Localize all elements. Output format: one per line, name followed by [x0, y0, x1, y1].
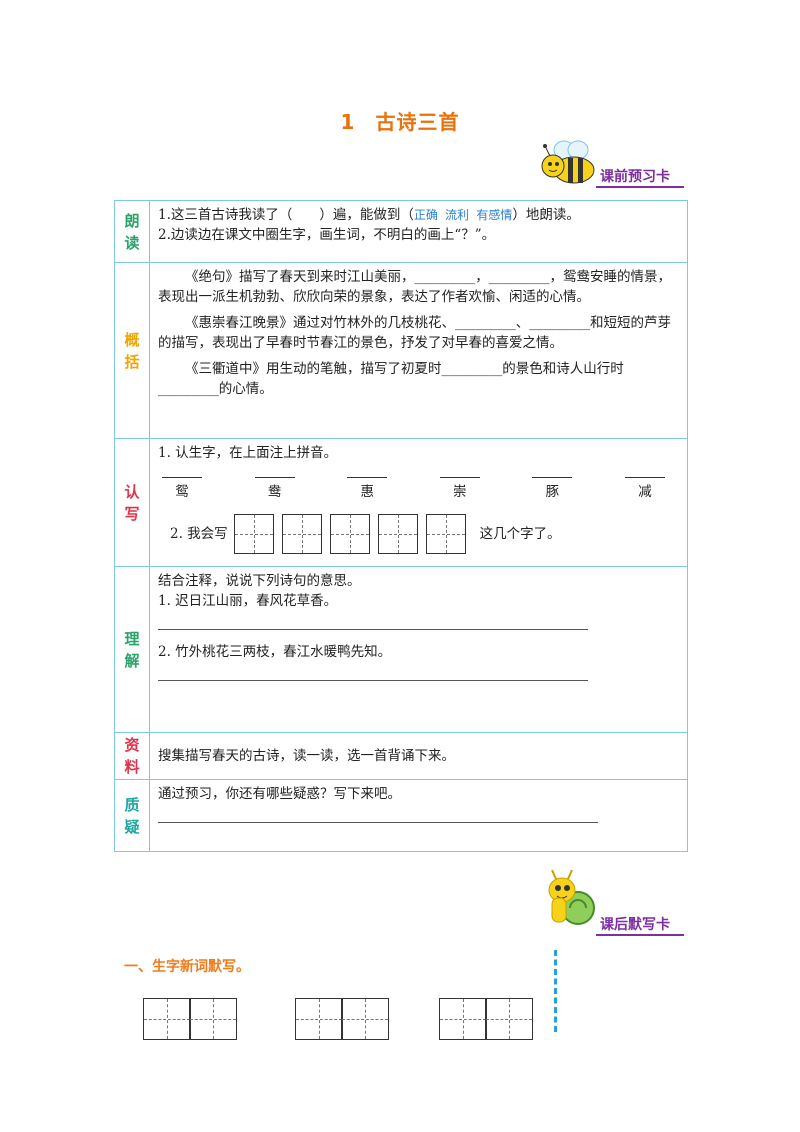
writing-box-group — [142, 998, 237, 1040]
gaikuo-content: 《绝句》描写了春天到来时江山美丽，_________，_________，鸳鸯安… — [149, 262, 688, 439]
char-item: 豚 — [528, 477, 576, 502]
writing-box[interactable] — [341, 998, 389, 1040]
pinyin-blank[interactable] — [624, 477, 665, 478]
lijie-q2: 2. 竹外桃花三两枝，春江水暖鸭先知。 — [158, 644, 392, 660]
label-renxie: 认 写 — [114, 438, 150, 567]
label-langdu: 朗 读 — [114, 200, 150, 263]
tian-grid[interactable] — [377, 514, 418, 554]
label-char: 写 — [124, 504, 140, 523]
page-title: 1 古诗三首 — [0, 106, 800, 135]
write-grid-row: 2. 我会写 这几个字了。 — [158, 514, 679, 554]
renxie-q1: 1. 认生字，在上面注上拼音。 — [158, 445, 338, 461]
row-zhiyi: 质 疑 通过预习，你还有哪些疑惑？写下来吧。 — [114, 779, 688, 852]
lesson-number: 1 — [340, 110, 356, 134]
row-lijie: 理 解 结合注释，说说下列诗句的意思。 1. 迟日江山丽，春风花草香。 2. 竹… — [114, 566, 688, 733]
writing-box[interactable] — [189, 998, 237, 1040]
label-char: 料 — [124, 758, 140, 776]
row-renxie: 认 写 1. 认生字，在上面注上拼音。 鸳 鸯 惠 崇 豚 减 2. 我会写 这… — [114, 438, 688, 567]
label-lijie: 理 解 — [114, 566, 150, 733]
label-char: 质 — [124, 795, 140, 814]
lijie-intro: 结合注释，说说下列诗句的意思。 — [158, 573, 361, 589]
writing-box[interactable] — [142, 998, 191, 1040]
pinyin-blank[interactable] — [532, 477, 573, 478]
gaikuo-p2: 《惠崇春江晚景》通过对竹林外的几枝桃花、_________、_________和… — [158, 315, 671, 351]
gaikuo-p3: 《三衢道中》用生动的笔触，描写了初夏时_________的景色和诗人山行时___… — [158, 361, 624, 397]
snail-icon — [548, 869, 595, 925]
preview-table: 朗 读 1.这三首古诗我读了（ ）遍，能做到（正确 流利 有感情）地朗读。 2.… — [114, 200, 688, 852]
pinyin-blank[interactable] — [347, 477, 388, 478]
pinyin-blank[interactable] — [254, 477, 295, 478]
label-char: 读 — [124, 233, 140, 252]
renxie-content: 1. 认生字，在上面注上拼音。 鸳 鸯 惠 崇 豚 减 2. 我会写 这几个字了… — [149, 438, 688, 567]
char-item: 惠 — [343, 477, 391, 502]
langdu-line2: 2.边读边在课文中圈生字，画生词，不明白的画上“？”。 — [158, 227, 496, 243]
label-zhiyi: 质 疑 — [114, 779, 150, 852]
q2-label: 2. 我会写 — [170, 526, 228, 542]
lijie-q1: 1. 迟日江山丽，春风花草香。 — [158, 593, 338, 609]
line-text: ）地朗读。 — [512, 207, 580, 223]
pinyin-blank[interactable] — [162, 477, 202, 478]
bee-icon — [541, 140, 595, 184]
label-ziliao: 资 料 — [114, 732, 150, 780]
hint-text: 正确 流利 有感情 — [413, 208, 513, 222]
langdu-content: 1.这三首古诗我读了（ ）遍，能做到（正确 流利 有感情）地朗读。 2.边读边在… — [149, 200, 688, 263]
row-langdu: 朗 读 1.这三首古诗我读了（ ）遍，能做到（正确 流利 有感情）地朗读。 2.… — [114, 200, 688, 263]
langdu-line1: 1.这三首古诗我读了（ ）遍，能做到（正确 流利 有感情）地朗读。 — [158, 205, 679, 225]
badge-underline — [596, 186, 684, 188]
writing-box-group — [294, 998, 389, 1040]
label-char: 认 — [124, 482, 140, 501]
line-text: 1.这三首古诗我读了（ ）遍，能做到（ — [158, 207, 414, 223]
row-gaikuo: 概 括 《绝句》描写了春天到来时江山美丽，_________，_________… — [114, 262, 688, 439]
dashed-divider — [554, 950, 557, 1032]
char-item: 崇 — [436, 477, 484, 502]
answer-line[interactable] — [158, 629, 588, 630]
char-text: 鸳 — [175, 484, 189, 500]
char-text: 鸯 — [267, 484, 282, 500]
char-text: 豚 — [545, 484, 560, 500]
label-char: 解 — [124, 651, 140, 670]
pinyin-chars: 鸳 鸯 惠 崇 豚 减 — [158, 463, 679, 506]
writing-box-group — [438, 998, 533, 1040]
section-heading: 一、生字新词默写。 — [124, 959, 250, 975]
pinyin-blank[interactable] — [439, 477, 480, 478]
tian-grid[interactable] — [329, 514, 370, 554]
label-char: 朗 — [124, 211, 140, 230]
q2-suffix: 这几个字了。 — [479, 526, 561, 542]
ziliao-content: 搜集描写春天的古诗，读一读，选一首背诵下来。 — [149, 732, 688, 780]
writing-box[interactable] — [485, 998, 533, 1040]
badge-underline — [596, 934, 684, 936]
char-item: 鸯 — [251, 477, 299, 502]
label-char: 括 — [124, 352, 140, 371]
label-char: 理 — [124, 629, 140, 648]
review-card-badge: 课后默写卡 — [600, 917, 670, 933]
answer-line[interactable] — [158, 822, 598, 823]
char-text: 惠 — [360, 484, 374, 500]
tian-grid[interactable] — [425, 514, 466, 554]
writing-box[interactable] — [294, 998, 343, 1040]
writing-box[interactable] — [438, 998, 487, 1040]
zhiyi-text: 通过预习，你还有哪些疑惑？写下来吧。 — [158, 786, 401, 802]
char-item: 鸳 — [158, 477, 206, 502]
char-text: 减 — [638, 484, 652, 500]
tian-grid[interactable] — [281, 514, 322, 554]
zhiyi-content: 通过预习，你还有哪些疑惑？写下来吧。 — [149, 779, 688, 852]
gaikuo-p1: 《绝句》描写了春天到来时江山美丽，_________，_________，鸳鸯安… — [158, 269, 671, 305]
label-char: 资 — [124, 736, 140, 754]
row-ziliao: 资 料 搜集描写春天的古诗，读一读，选一首背诵下来。 — [114, 732, 688, 780]
char-item: 减 — [621, 477, 669, 502]
label-char: 概 — [124, 330, 140, 349]
label-gaikuo: 概 括 — [114, 262, 150, 439]
preview-card-badge: 课前预习卡 — [600, 169, 670, 185]
lesson-title: 古诗三首 — [375, 110, 460, 134]
label-char: 疑 — [124, 817, 140, 836]
char-text: 崇 — [453, 484, 467, 500]
answer-line[interactable] — [158, 680, 588, 681]
tian-grid[interactable] — [233, 514, 274, 554]
lijie-content: 结合注释，说说下列诗句的意思。 1. 迟日江山丽，春风花草香。 2. 竹外桃花三… — [149, 566, 688, 733]
